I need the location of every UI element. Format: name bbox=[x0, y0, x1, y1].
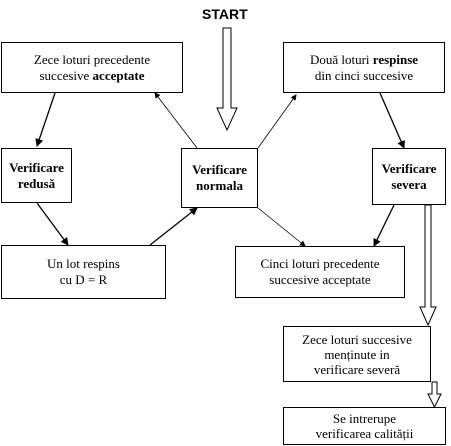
arrow-normal-to-rejected2 bbox=[257, 94, 297, 149]
box-ten-severe: Zece loturi succesive menținute in verif… bbox=[283, 326, 431, 382]
box-reduced-inspection: Verificare redusă bbox=[1, 148, 72, 203]
arrow-severe-to-accepted5 bbox=[373, 204, 395, 247]
arrow-rejected-to-normal bbox=[149, 207, 198, 246]
box-normal-inspection: Verificare normala bbox=[181, 148, 258, 208]
box-stop-inspection: Se intrerupe verificarea calității bbox=[283, 407, 446, 445]
box-ten-accepted-line1: Zece loturi precedente bbox=[33, 51, 151, 67]
box-ten-accepted: Zece loturi precedente succesive accepta… bbox=[1, 42, 183, 93]
severe-to-severe10-arrow bbox=[419, 204, 437, 327]
arrow-normal-to-accepted10 bbox=[154, 92, 198, 149]
box-two-rejected-line1: Două loturi respinse bbox=[309, 51, 419, 67]
box-one-rejected: Un lot respins cu D = R bbox=[1, 245, 166, 299]
severe10-to-stop-arrow bbox=[427, 381, 442, 409]
box-two-rejected: Două loturi respinse din cinci succesive bbox=[283, 42, 445, 93]
arrow-rejected2-to-severe bbox=[379, 92, 405, 149]
arrow-reduced-to-rejected bbox=[36, 202, 69, 246]
box-five-accepted: Cinci loturi precedente succesive accept… bbox=[235, 246, 405, 298]
arrow-normal-to-accepted5 bbox=[257, 207, 306, 247]
start-arrow bbox=[216, 27, 238, 132]
box-severe-inspection: Verificare severa bbox=[372, 148, 446, 205]
start-label: START bbox=[202, 6, 248, 22]
arrow-accepted10-to-reduced bbox=[35, 92, 56, 147]
box-ten-accepted-line2: succesive acceptate bbox=[39, 67, 145, 83]
box-two-rejected-line2: din cinci succesive bbox=[314, 67, 414, 83]
